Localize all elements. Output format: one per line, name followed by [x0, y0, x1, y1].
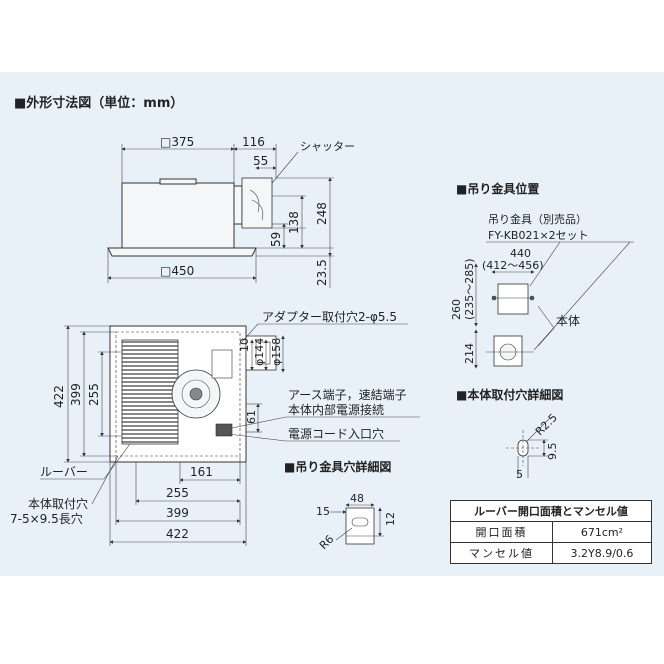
louver-label: ルーバー [40, 465, 88, 479]
hanger-w440-range: (412～456) [482, 259, 544, 272]
hanger-h260-range: (235～285) [463, 258, 476, 320]
earth-terminal-label: アース端子，速結端子 [288, 388, 407, 402]
hanger-bottom-box [493, 335, 523, 367]
dim-61: 61 [245, 410, 258, 424]
hanger-hole-detail: ■吊り金具穴詳細図 48 15 12 R6 [284, 459, 397, 552]
side-view: □375 116 55 シャッター □450 [107, 135, 355, 288]
mount-holes-size-label: 7-5×9.5長穴 [10, 511, 83, 526]
hanger-part-code: FY-KB021×2セット [488, 229, 589, 242]
page-title: ■外形寸法図（単位：mm） [14, 95, 183, 111]
hanger-h260: 260 [450, 299, 463, 320]
hanger-w440: 440 [510, 247, 531, 260]
dim-255-v: 255 [87, 383, 101, 406]
dim-248: 248 [315, 202, 329, 225]
spec-label-opening: 開口面積 [450, 521, 553, 543]
spec-label-munsell: マンセル値 [450, 542, 553, 564]
table-row: マンセル値 3.2Y8.9/0.6 [450, 542, 653, 564]
hanger-detail-heading: ■吊り金具穴詳細図 [284, 459, 391, 474]
dim-phi158: φ158 [270, 338, 283, 366]
dim-116: 116 [242, 135, 265, 149]
dim-phi144: φ144 [253, 338, 266, 366]
dim-59: 59 [269, 232, 283, 247]
fan-body-side [121, 182, 235, 249]
dim-255-h: 255 [166, 486, 189, 500]
dim-55: 55 [253, 154, 268, 168]
hanger-top-box [497, 283, 529, 315]
mount-holes-label: 本体取付穴 [28, 496, 88, 511]
grille-side [107, 247, 257, 257]
mount-hole-w: 5 [516, 468, 523, 481]
adapter-holes-label: アダプター取付穴2-φ5.5 [262, 309, 397, 324]
hanger-position-heading: ■吊り金具位置 [456, 181, 539, 196]
dim-422-v: 422 [52, 385, 66, 408]
hanger-part-label: 吊り金具（別売品） [488, 212, 587, 226]
dim-450: □450 [160, 264, 194, 278]
dim-399-v: 399 [69, 383, 83, 406]
internal-power-label: 本体内部電源接続 [288, 402, 384, 417]
louver-spec-table: ルーバー開口面積とマンセル値 開口面積 671cm² マンセル値 3.2Y8.9… [450, 500, 653, 564]
mount-hole-detail-heading: ■本体取付穴詳細図 [456, 387, 563, 402]
dim-10: 10 [238, 338, 251, 352]
louver-grille [121, 339, 179, 445]
mount-hole-h: 9.5 [546, 443, 559, 461]
hanger-detail-h12: 12 [384, 512, 397, 526]
hanger-detail-w48: 48 [350, 492, 364, 505]
hanger-h214: 214 [463, 343, 476, 364]
hanger-body-label: 本体 [556, 314, 580, 328]
spec-table-header: ルーバー開口面積とマンセル値 [450, 500, 652, 522]
spec-value-munsell: 3.2Y8.9/0.6 [551, 542, 653, 564]
dim-399-h: 399 [166, 506, 189, 520]
mount-hole-detail: ■本体取付穴詳細図 R2.5 9.5 5 [456, 387, 563, 481]
dim-161: 161 [190, 465, 213, 479]
plan-view: 422 399 255 10 φ144 φ158 61 アダプター取付穴2-φ5… [10, 309, 420, 546]
power-cord-inlet-label: 電源コード入口穴 [288, 426, 384, 441]
dim-23-5: 23.5 [315, 259, 329, 286]
earth-terminal-mark [215, 423, 233, 437]
table-row: 開口面積 671cm² [450, 521, 653, 543]
dim-422-h: 422 [166, 527, 189, 541]
shutter-label: シャッター [300, 140, 355, 153]
mount-hole-r: R2.5 [533, 411, 560, 438]
hanger-position-view: ■吊り金具位置 吊り金具（別売品） FY-KB021×2セット 440 (412… [450, 181, 634, 369]
hanger-detail-w15: 15 [316, 505, 330, 518]
hanger-detail-r6: R6 [317, 533, 337, 553]
spec-value-opening: 671cm² [551, 521, 653, 543]
hanger-plate-shape [345, 507, 375, 545]
dim-375: □375 [160, 135, 194, 149]
dim-138: 138 [287, 211, 301, 234]
